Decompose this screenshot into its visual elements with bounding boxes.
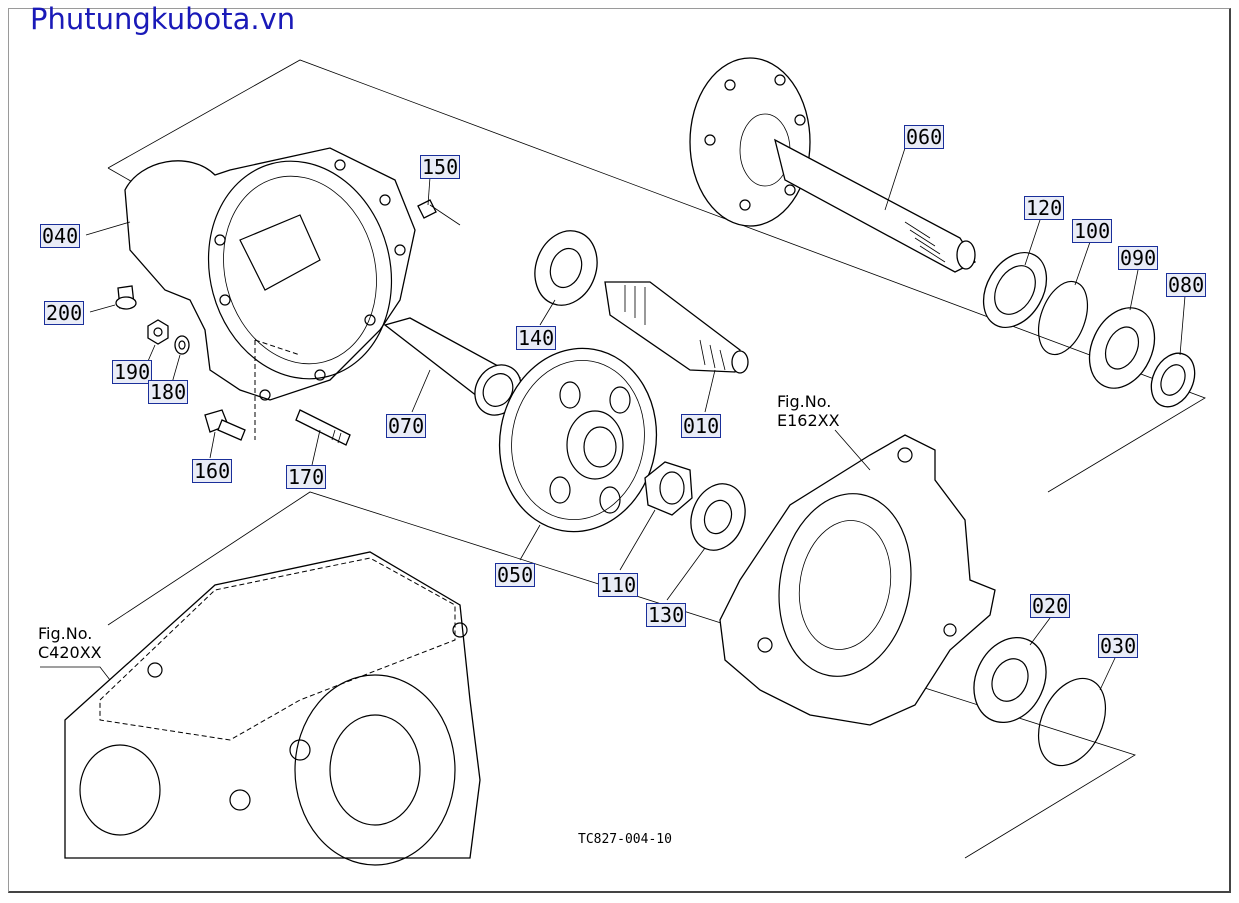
callout-010[interactable]: 010 xyxy=(681,414,722,438)
callout-130[interactable]: 130 xyxy=(646,603,687,627)
dowel-pin-150 xyxy=(417,199,461,226)
plug-200 xyxy=(115,285,137,310)
bearing-130 xyxy=(690,483,746,551)
callout-020[interactable]: 020 xyxy=(1030,594,1071,618)
callout-200[interactable]: 200 xyxy=(44,301,85,325)
diagram-frame xyxy=(8,8,1231,893)
fig-ref-left: Fig.No. C420XX xyxy=(38,624,102,662)
transmission-case xyxy=(64,551,481,866)
site-watermark: Phutungkubota.vn xyxy=(30,2,296,36)
fig-ref-right-code: E162XX xyxy=(777,411,840,430)
callout-140[interactable]: 140 xyxy=(516,326,557,350)
callout-100[interactable]: 100 xyxy=(1072,219,1113,243)
fig-ref-left-label: Fig.No. xyxy=(38,624,93,643)
callout-070[interactable]: 070 xyxy=(386,414,427,438)
drawing-code: TC827-004-10 xyxy=(578,832,672,847)
callout-180[interactable]: 180 xyxy=(148,380,189,404)
pinion-shaft-010 xyxy=(604,281,749,374)
right-housing xyxy=(719,434,996,726)
bolt-160 xyxy=(204,409,246,441)
callout-040[interactable]: 040 xyxy=(40,224,81,248)
callout-170[interactable]: 170 xyxy=(286,465,327,489)
callout-190[interactable]: 190 xyxy=(112,360,153,384)
callout-080[interactable]: 080 xyxy=(1166,273,1207,297)
spacer-080 xyxy=(1150,352,1196,408)
callout-030[interactable]: 030 xyxy=(1098,634,1139,658)
oil-seal-120 xyxy=(982,251,1048,329)
stud-170 xyxy=(295,409,351,446)
axle-shaft-060 xyxy=(689,57,976,273)
callout-110[interactable]: 110 xyxy=(598,573,639,597)
fig-ref-right: Fig.No. E162XX xyxy=(777,392,840,430)
callout-090[interactable]: 090 xyxy=(1118,246,1159,270)
callout-050[interactable]: 050 xyxy=(495,563,536,587)
callout-150[interactable]: 150 xyxy=(420,155,461,179)
bearing-020 xyxy=(973,636,1047,724)
housing-040 xyxy=(124,147,416,440)
callout-160[interactable]: 160 xyxy=(192,459,233,483)
bearing-090 xyxy=(1088,307,1156,389)
circlip-030 xyxy=(1037,677,1107,767)
callout-120[interactable]: 120 xyxy=(1024,196,1065,220)
fig-ref-right-label: Fig.No. xyxy=(777,392,832,411)
fig-ref-left-code: C420XX xyxy=(38,643,102,662)
nut-190 xyxy=(147,319,169,345)
bearing-140 xyxy=(534,230,598,306)
washer-180 xyxy=(174,335,190,355)
nut-110 xyxy=(644,461,693,516)
callout-060[interactable]: 060 xyxy=(904,125,945,149)
gear-050 xyxy=(498,347,658,533)
